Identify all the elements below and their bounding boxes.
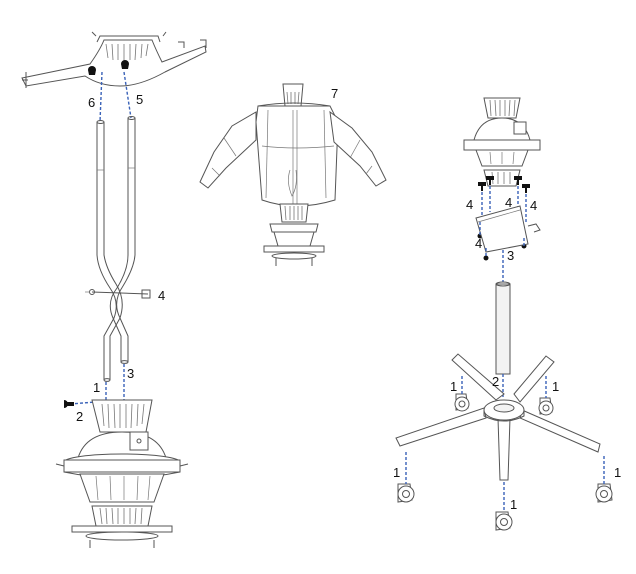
callout-3-right: 3 — [507, 248, 514, 263]
main-body-unit — [55, 399, 189, 548]
callout-1-b: 1 — [552, 379, 559, 394]
callout-2: 2 — [76, 409, 83, 424]
callout-1-a: 1 — [450, 379, 457, 394]
guide-line-6 — [99, 71, 103, 123]
callout-4-d: 4 — [475, 236, 482, 251]
screw-2 — [64, 400, 74, 408]
guide-line-5 — [123, 71, 132, 119]
caster-back-right — [538, 397, 554, 416]
right-assembly: 4 4 4 4 3 2 1 1 1 1 1 — [393, 97, 621, 531]
caster-front-center — [495, 511, 513, 531]
callout-6: 6 — [88, 95, 95, 110]
callout-1: 1 — [93, 380, 100, 395]
middle-assembly: 7 — [199, 83, 387, 266]
callout-3: 3 — [127, 366, 134, 381]
guide-line-2 — [69, 401, 97, 405]
shoulder-hanger — [21, 31, 207, 88]
callout-4-c: 4 — [530, 198, 537, 213]
left-assembly: 6 5 4 1 3 2 — [21, 31, 207, 548]
column-post — [495, 281, 511, 398]
callout-4-b: 4 — [505, 195, 512, 210]
callout-7: 7 — [331, 86, 338, 101]
callout-1-e: 1 — [510, 497, 517, 512]
casters — [397, 393, 613, 531]
upper-unit — [463, 97, 541, 187]
frame-tubes — [85, 116, 151, 382]
caster-front-left — [397, 483, 415, 503]
caster-front-right — [595, 483, 613, 503]
callout-1-c: 1 — [393, 465, 400, 480]
callout-2-right: 2 — [492, 374, 499, 389]
callout-1-d: 1 — [614, 465, 621, 480]
mounting-plate — [475, 205, 541, 258]
callout-4: 4 — [158, 288, 165, 303]
shirt-form — [199, 83, 387, 266]
callout-5: 5 — [136, 92, 143, 107]
callout-4-a: 4 — [466, 197, 473, 212]
caster-back-left — [454, 393, 470, 412]
star-base — [395, 353, 601, 481]
